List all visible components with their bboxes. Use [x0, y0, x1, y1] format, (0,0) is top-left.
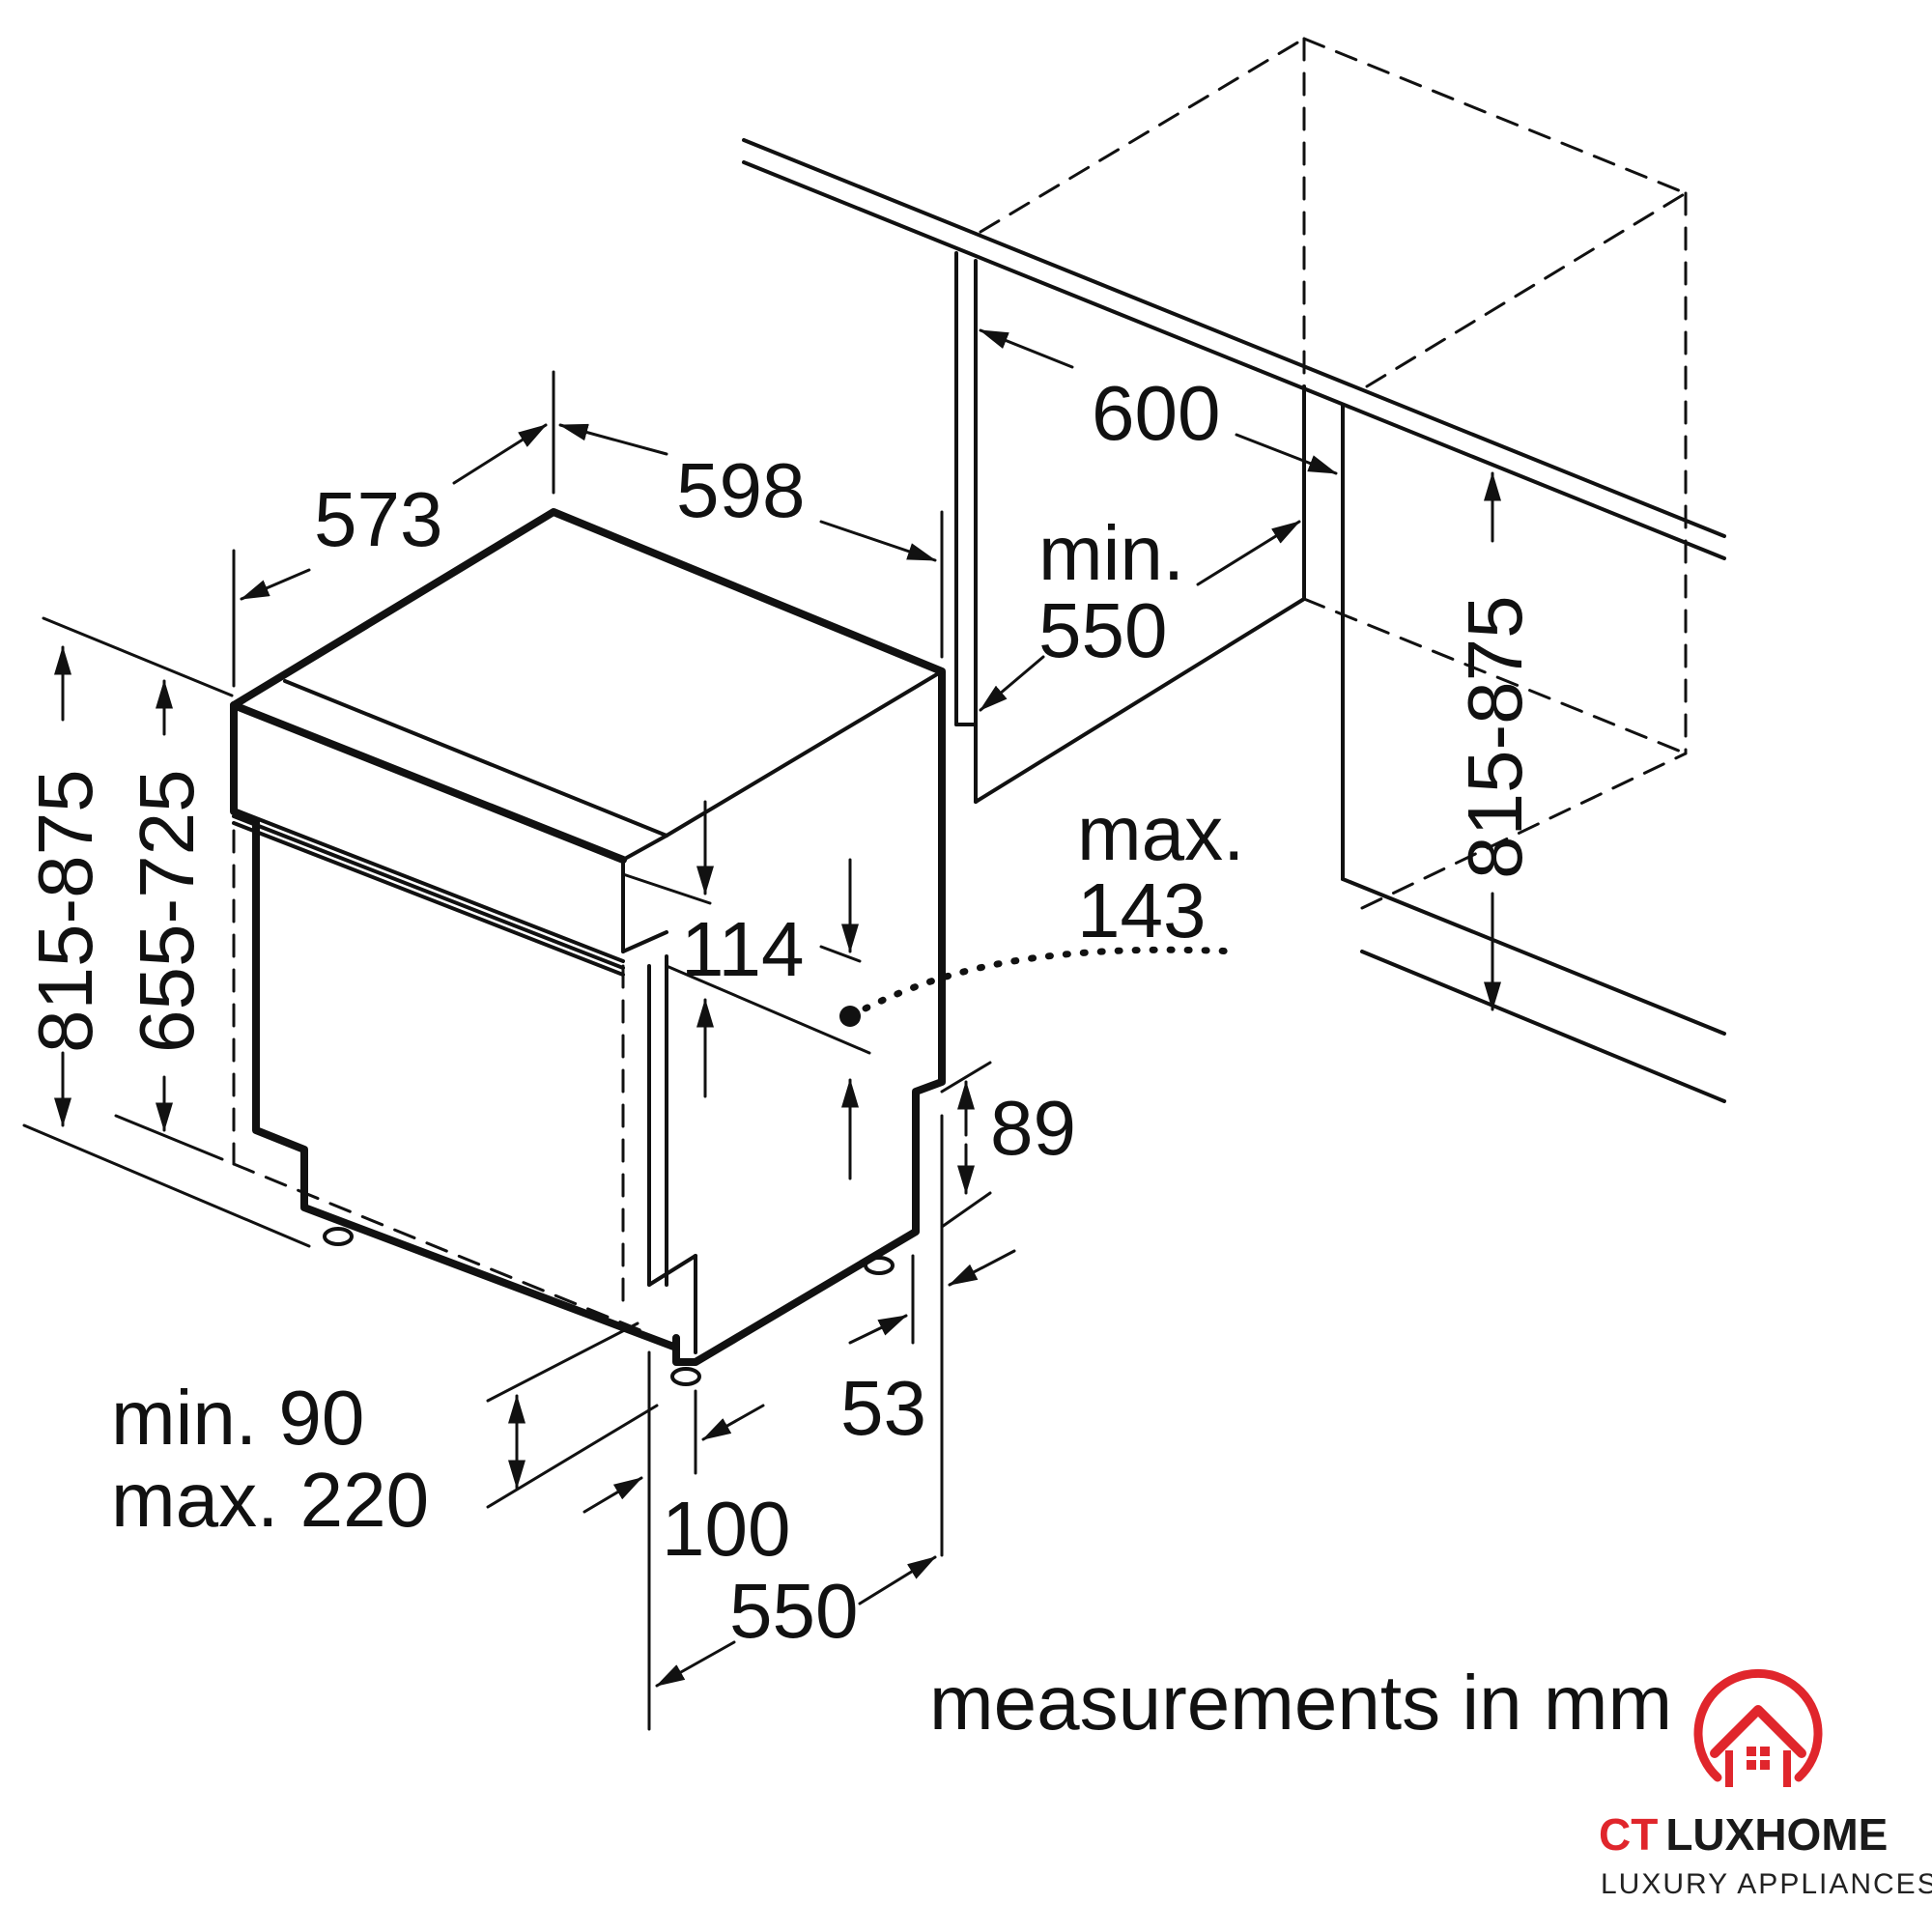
label-114: 114 [681, 906, 805, 992]
house-icon [1693, 1668, 1823, 1787]
niche-outline [742, 37, 1726, 1103]
measurements-note: measurements in mm [929, 1660, 1672, 1746]
label-max: max. [1077, 790, 1244, 876]
label-min: min. [1038, 510, 1184, 596]
label-143: 143 [1077, 867, 1206, 953]
label-max-220: max. 220 [111, 1457, 429, 1543]
dishwasher-body [230, 508, 946, 1386]
label-815-875-right: 815-875 [1452, 595, 1538, 879]
logo-tagline: LUXURY APPLIANCES [1601, 1868, 1932, 1900]
label-53: 53 [840, 1365, 926, 1451]
dimension-labels: 573 598 600 min. 550 815-875 815-875 655… [22, 370, 1672, 1746]
label-100: 100 [662, 1486, 790, 1572]
label-573: 573 [314, 476, 442, 562]
label-655-725: 655-725 [124, 769, 210, 1053]
label-89: 89 [990, 1085, 1076, 1171]
label-600: 600 [1092, 370, 1220, 456]
label-550-niche: 550 [1038, 587, 1167, 673]
label-815-875-left: 815-875 [22, 769, 108, 1053]
label-550-depth: 550 [729, 1568, 858, 1654]
label-598: 598 [676, 447, 805, 533]
dimension-lines [22, 328, 1501, 1731]
label-min-90: min. 90 [111, 1375, 364, 1461]
reference-dot [839, 1006, 861, 1027]
